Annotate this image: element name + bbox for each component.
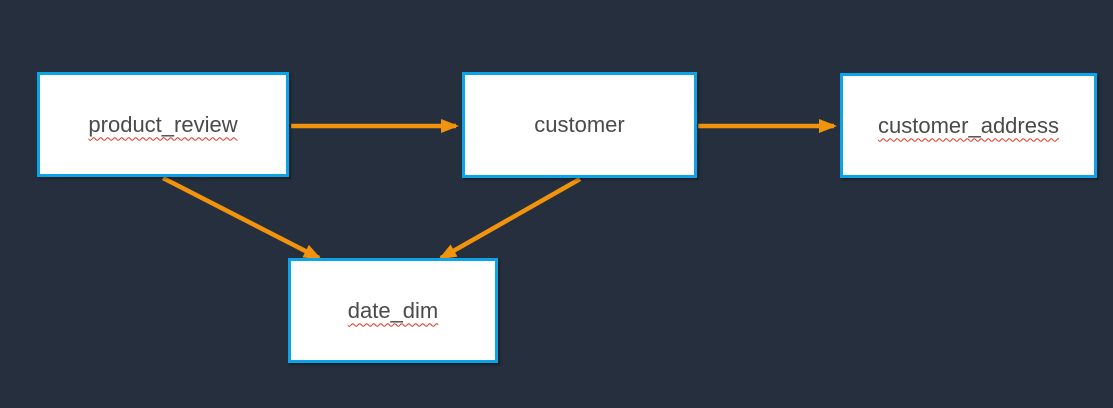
node-customer[interactable]: customer	[462, 72, 697, 178]
node-product-review-label: product_review	[88, 111, 238, 137]
node-customer-address[interactable]: customer_address	[840, 73, 1097, 178]
node-product-review[interactable]: product_review	[37, 72, 289, 177]
edge-product-review-to-date-dim[interactable]	[161, 175, 322, 261]
edge-customer-to-date-dim[interactable]	[438, 177, 582, 260]
node-date-dim[interactable]: date_dim	[288, 258, 498, 363]
node-customer-label: customer	[534, 112, 625, 137]
node-customer-address-label: customer_address	[878, 112, 1059, 138]
node-date-dim-label: date_dim	[347, 297, 439, 323]
